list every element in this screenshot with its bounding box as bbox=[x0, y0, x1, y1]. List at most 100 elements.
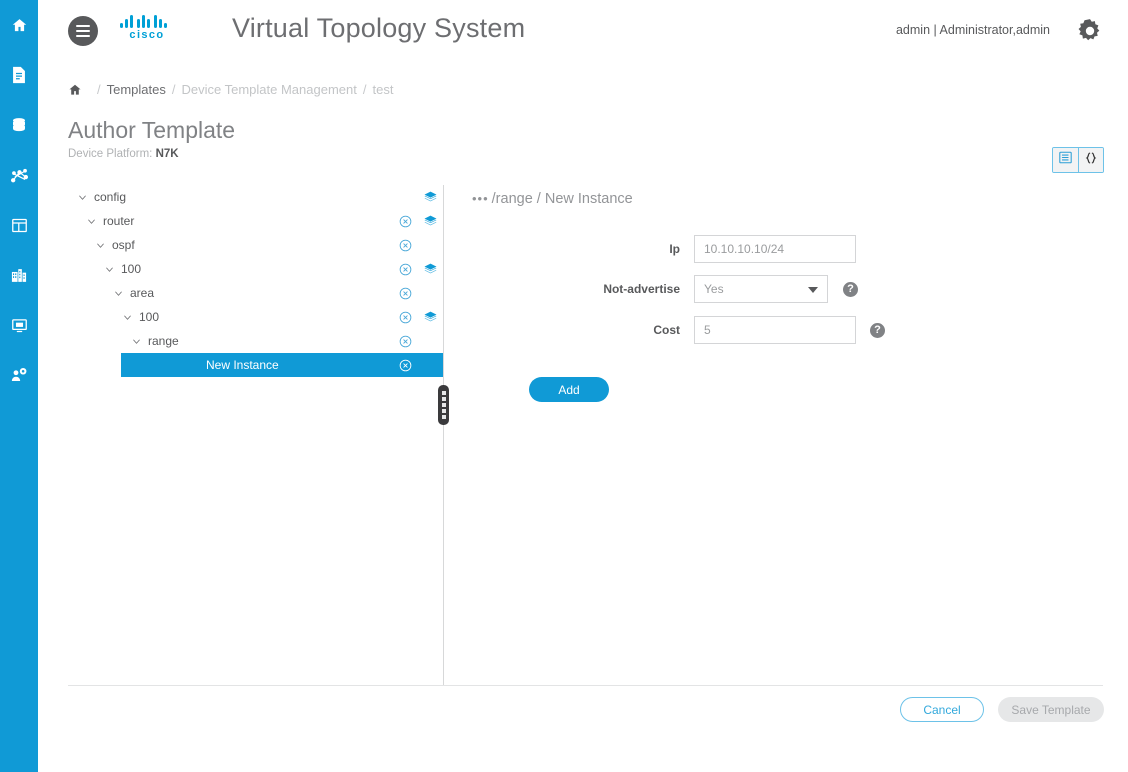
delete-icon[interactable] bbox=[393, 335, 418, 348]
tree-node-label: New Instance bbox=[206, 358, 279, 372]
tree-node-100-process[interactable]: 100 bbox=[68, 257, 443, 281]
user-settings-icon bbox=[10, 366, 28, 384]
save-template-button[interactable]: Save Template bbox=[998, 697, 1104, 722]
tree-node-100-area[interactable]: 100 bbox=[68, 305, 443, 329]
chevron-down-icon[interactable] bbox=[131, 336, 144, 347]
form-breadcrumb: ••• /range / New Instance bbox=[472, 191, 633, 207]
braces-icon bbox=[1084, 151, 1098, 170]
content-area: config router bbox=[68, 185, 1103, 685]
breadcrumb-item-test[interactable]: test bbox=[372, 82, 394, 97]
building-icon bbox=[10, 267, 28, 284]
cisco-bars bbox=[120, 13, 174, 28]
field-label-not-advertise: Not-advertise bbox=[603, 282, 680, 296]
not-advertise-select[interactable]: Yes bbox=[694, 275, 828, 303]
page-body: / Templates / Device Template Management… bbox=[38, 62, 1128, 772]
breadcrumb-separator: / bbox=[171, 82, 176, 97]
chevron-down-icon[interactable] bbox=[86, 216, 99, 227]
tree-node-label: range bbox=[148, 334, 179, 348]
database-icon bbox=[10, 116, 28, 134]
platform-value: N7K bbox=[155, 148, 179, 160]
list-view-icon bbox=[1059, 151, 1072, 169]
tree-row-actions bbox=[393, 329, 443, 353]
tree-node-label: ospf bbox=[112, 238, 135, 252]
delete-icon[interactable] bbox=[393, 215, 418, 228]
tree-node-new-instance[interactable]: New Instance bbox=[121, 353, 443, 377]
chevron-down-icon[interactable] bbox=[122, 312, 135, 323]
delete-icon[interactable] bbox=[393, 239, 418, 252]
instance-form: ••• /range / New Instance Ip Not-adverti… bbox=[444, 185, 1103, 685]
tree-row-actions bbox=[393, 209, 443, 233]
delete-icon[interactable] bbox=[393, 263, 418, 276]
breadcrumb-separator: / bbox=[362, 82, 367, 97]
layers-icon[interactable] bbox=[418, 262, 443, 277]
sidebar-item-dashboard[interactable] bbox=[0, 200, 38, 250]
field-cost: Cost ? bbox=[444, 316, 1103, 344]
tree-node-label: router bbox=[103, 214, 135, 228]
tree-row-actions bbox=[393, 281, 443, 305]
layers-icon[interactable] bbox=[418, 214, 443, 229]
grid-icon bbox=[11, 217, 28, 234]
app-header: cisco Virtual Topology System admin | Ad… bbox=[38, 0, 1128, 62]
tree-node-label: config bbox=[94, 190, 127, 204]
json-view-button[interactable] bbox=[1078, 148, 1103, 172]
tree-node-label: area bbox=[130, 286, 155, 300]
chevron-down-icon bbox=[808, 287, 818, 293]
field-not-advertise: Not-advertise Yes ? bbox=[444, 275, 1103, 303]
tree-node-range[interactable]: range bbox=[68, 329, 443, 353]
sidebar-item-home[interactable] bbox=[0, 0, 38, 50]
help-icon[interactable]: ? bbox=[870, 322, 885, 338]
home-icon bbox=[11, 17, 28, 34]
tree-node-label: 100 bbox=[121, 262, 142, 276]
layers-icon[interactable] bbox=[418, 310, 443, 325]
form-view-button[interactable] bbox=[1053, 148, 1078, 172]
left-icon-rail bbox=[0, 0, 38, 772]
page-title: Author Template bbox=[68, 117, 236, 143]
breadcrumb-item-device-template-management[interactable]: Device Template Management bbox=[181, 82, 357, 97]
user-account-label: admin | Administrator,admin bbox=[895, 23, 1050, 37]
pane-resize-handle[interactable] bbox=[438, 385, 449, 425]
breadcrumb: / Templates / Device Template Management… bbox=[68, 82, 393, 97]
delete-icon[interactable] bbox=[393, 359, 418, 372]
sidebar-item-documents[interactable] bbox=[0, 50, 38, 100]
help-icon[interactable]: ? bbox=[843, 281, 858, 297]
document-icon bbox=[11, 66, 27, 84]
field-label-cost: Cost bbox=[653, 323, 680, 337]
gear-icon[interactable] bbox=[1076, 17, 1104, 45]
tree-node-label: 100 bbox=[139, 310, 160, 324]
home-icon[interactable] bbox=[68, 83, 82, 97]
footer-divider bbox=[68, 685, 1103, 686]
cisco-logo: cisco bbox=[116, 13, 178, 43]
chevron-down-icon[interactable] bbox=[104, 264, 117, 275]
tree-node-config[interactable]: config bbox=[68, 185, 443, 209]
tree-row-actions bbox=[393, 305, 443, 329]
pane-divider bbox=[443, 185, 444, 685]
tree-node-router[interactable]: router bbox=[68, 209, 443, 233]
cost-input[interactable] bbox=[694, 316, 856, 344]
breadcrumb-item-templates[interactable]: Templates bbox=[106, 82, 166, 97]
sidebar-item-database[interactable] bbox=[0, 100, 38, 150]
chevron-down-icon[interactable] bbox=[113, 288, 126, 299]
tree-node-area[interactable]: area bbox=[68, 281, 443, 305]
add-button[interactable]: Add bbox=[529, 377, 609, 402]
cancel-button[interactable]: Cancel bbox=[900, 697, 984, 722]
field-ip: Ip bbox=[444, 235, 1103, 263]
not-advertise-value: Yes bbox=[704, 282, 724, 296]
ellipsis-icon[interactable]: ••• bbox=[472, 191, 489, 206]
sidebar-item-datacenter[interactable] bbox=[0, 250, 38, 300]
platform-caption: Device Platform: bbox=[68, 148, 153, 160]
delete-icon[interactable] bbox=[393, 287, 418, 300]
tree-node-ospf[interactable]: ospf bbox=[68, 233, 443, 257]
ip-input[interactable] bbox=[694, 235, 856, 263]
hamburger-icon[interactable] bbox=[68, 16, 98, 46]
template-tree: config router bbox=[68, 185, 443, 685]
view-toggle-group bbox=[1052, 147, 1104, 173]
monitor-icon bbox=[11, 317, 28, 334]
layers-icon[interactable] bbox=[418, 190, 443, 205]
delete-icon[interactable] bbox=[393, 311, 418, 324]
chevron-down-icon[interactable] bbox=[77, 192, 90, 203]
sidebar-item-topology[interactable] bbox=[0, 150, 38, 200]
chevron-down-icon[interactable] bbox=[95, 240, 108, 251]
tree-row-actions bbox=[393, 233, 443, 257]
sidebar-item-admin[interactable] bbox=[0, 350, 38, 400]
sidebar-item-devices[interactable] bbox=[0, 300, 38, 350]
